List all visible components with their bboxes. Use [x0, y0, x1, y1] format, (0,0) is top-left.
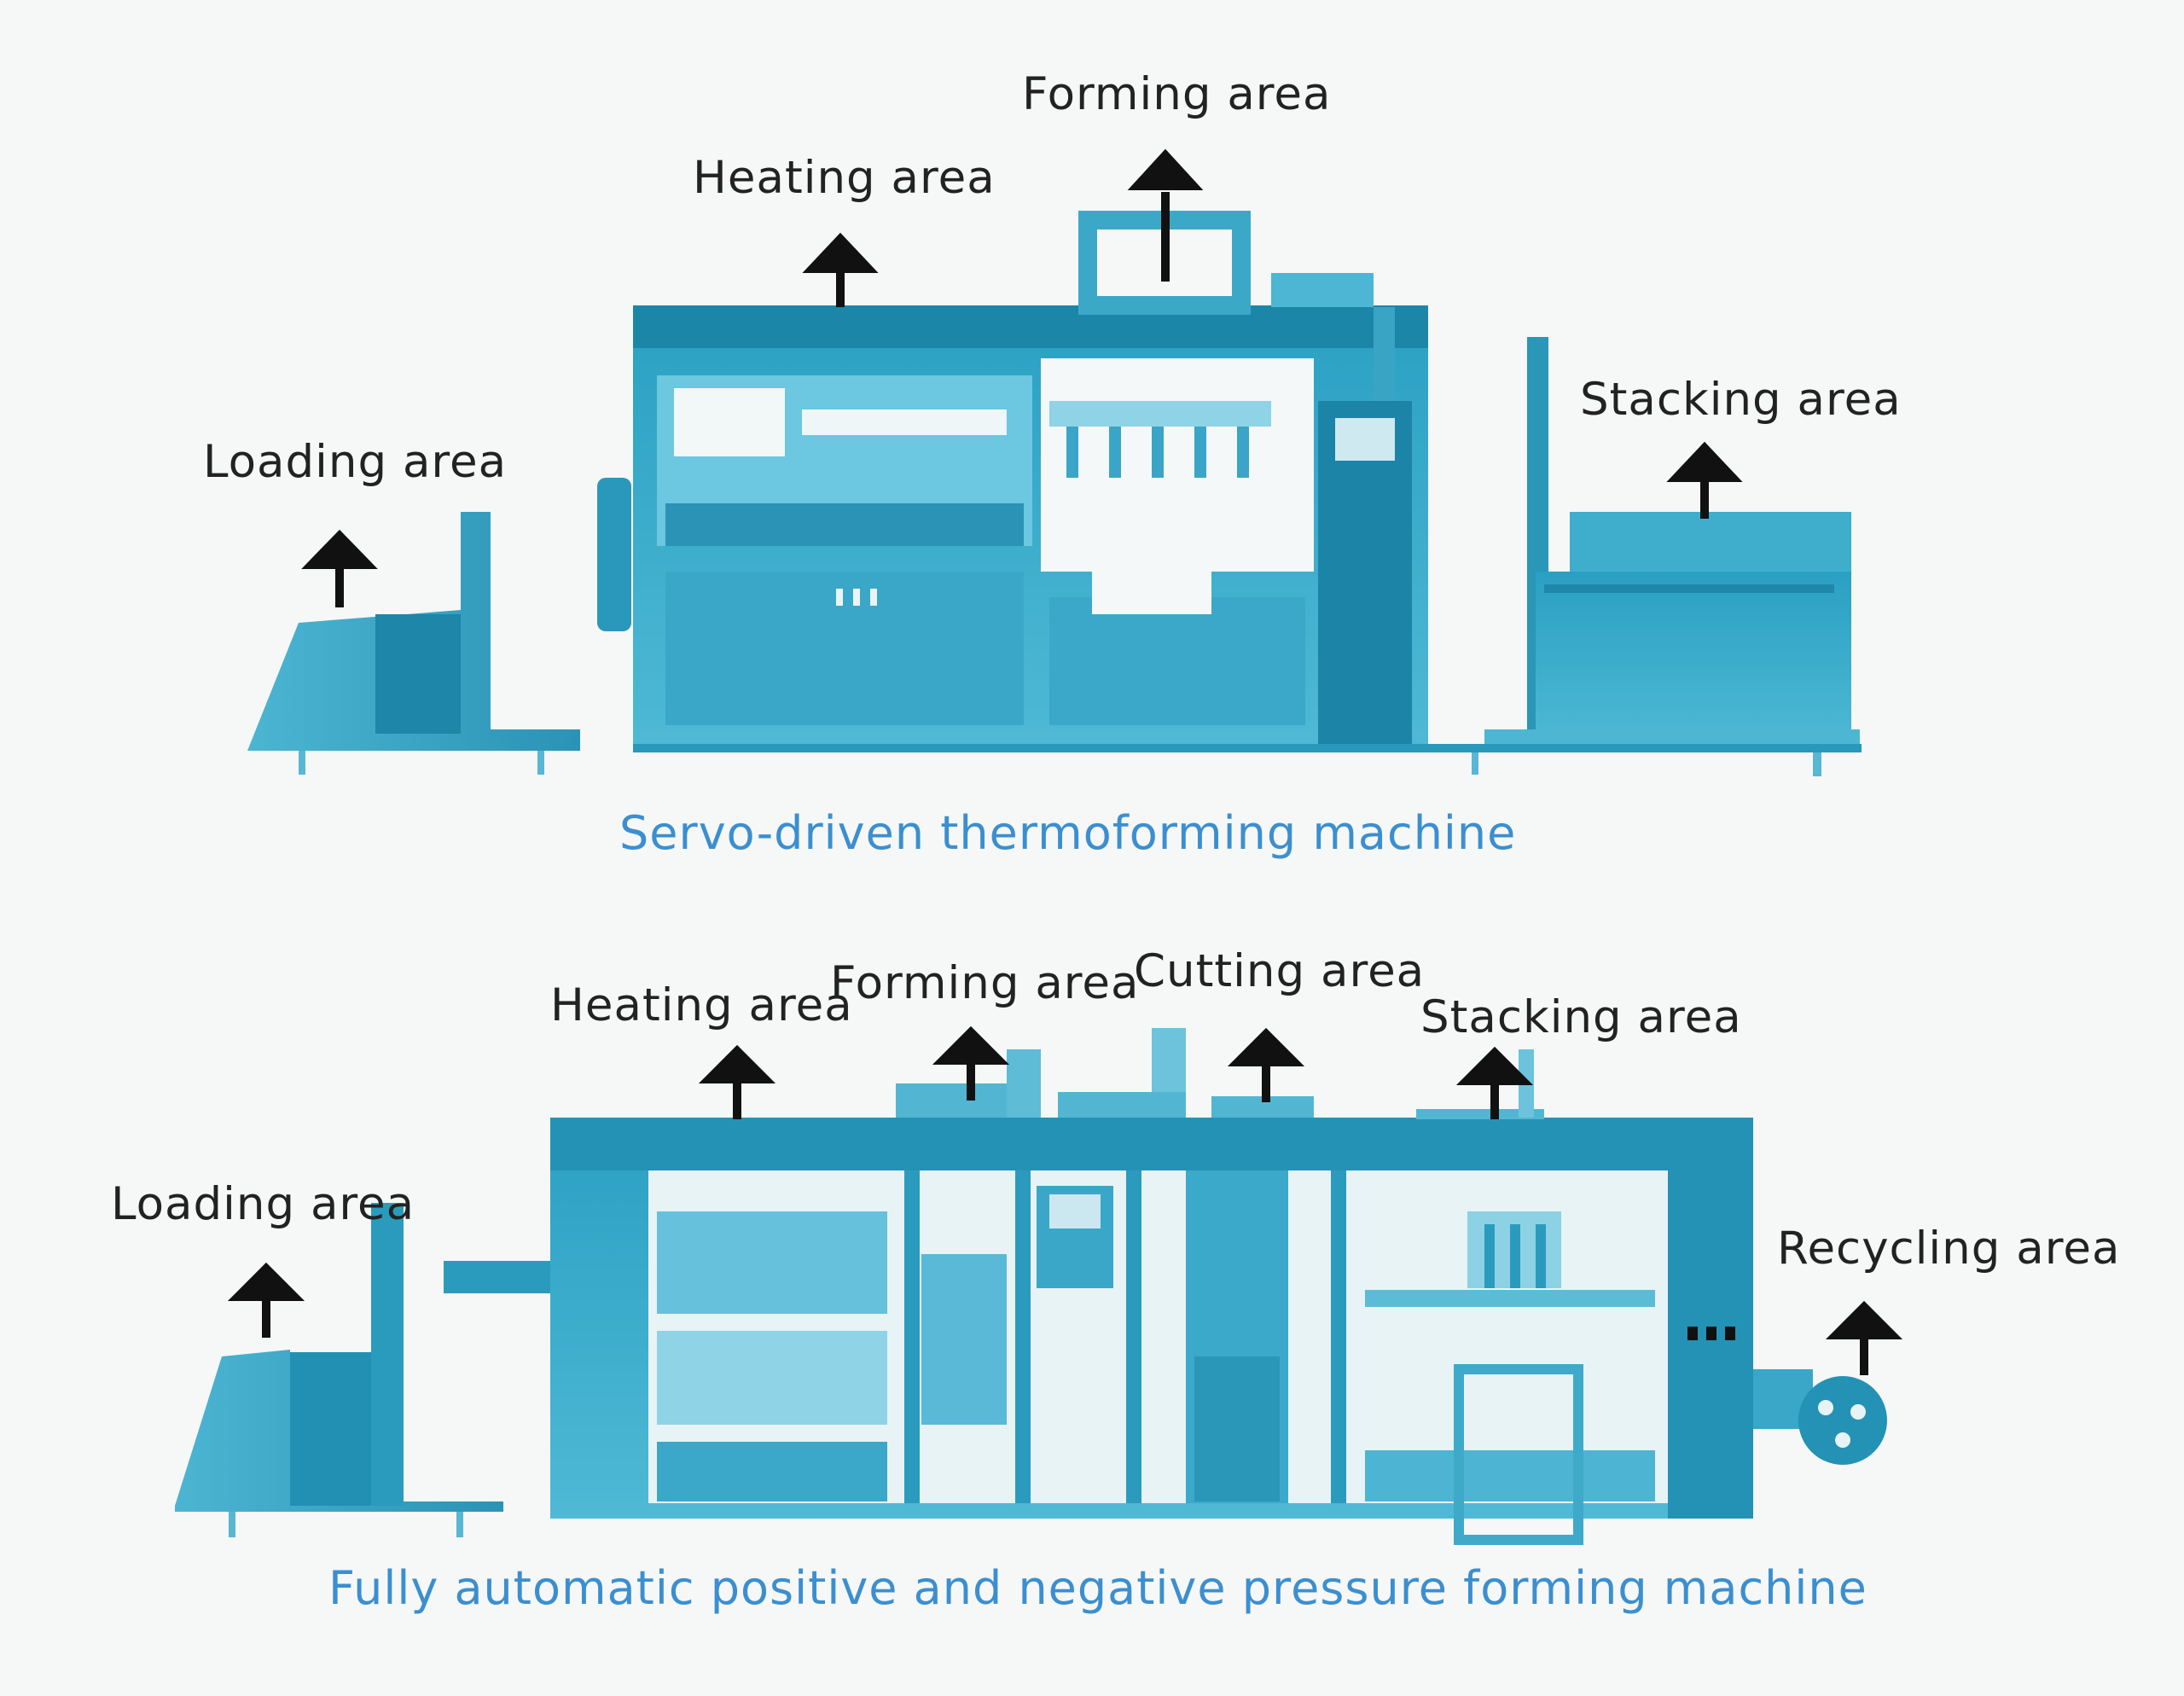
arrow-m1-heating-head: [802, 232, 879, 273]
arrow-m2-stacking-head: [1455, 1046, 1534, 1085]
m1-stacking-label: Stacking area: [1580, 374, 1902, 426]
m1-caption: Servo-driven thermoforming machine: [619, 806, 1517, 860]
arrow-m1-forming-head: [1127, 148, 1204, 190]
m2-caption: Fully automatic positive and negative pr…: [328, 1561, 1867, 1615]
machine-1-drawing: [247, 211, 1862, 776]
m2-recycling-label: Recycling area: [1777, 1223, 2121, 1275]
m1-loading-unit: [247, 512, 580, 775]
arrow-m2-forming-head: [932, 1025, 1010, 1065]
arrow-m2-heating-head: [698, 1044, 776, 1083]
m1-stacking-unit: [1472, 337, 1860, 776]
m1-forming-label: Forming area: [1022, 68, 1332, 120]
m2-main-body: [444, 1028, 1753, 1545]
m1-heating-label: Heating area: [693, 152, 996, 204]
arrow-m2-cutting-head: [1227, 1027, 1305, 1066]
m1-main-body: [597, 211, 1428, 751]
m2-loading-label: Loading area: [111, 1178, 415, 1230]
arrow-m1-loading-head: [301, 529, 378, 569]
m2-arrows: [227, 1025, 1903, 1375]
m2-recycling-unit: [1753, 1369, 1887, 1465]
m1-base-rail: [633, 744, 1862, 752]
m1-arrows: [301, 148, 1743, 607]
machine-2-drawing: [175, 1028, 1887, 1545]
arrow-m2-recycling-head: [1825, 1300, 1903, 1339]
m2-cutting-label: Cutting area: [1134, 945, 1426, 997]
m2-loading-unit: [175, 1203, 503, 1537]
arrow-m2-loading-head: [227, 1262, 305, 1301]
arrow-m1-stacking-head: [1666, 441, 1743, 482]
m1-loading-label: Loading area: [203, 436, 508, 488]
m2-heating-label: Heating area: [550, 979, 853, 1031]
m2-stacking-label: Stacking area: [1420, 991, 1742, 1043]
m2-forming-label: Forming area: [830, 957, 1140, 1009]
